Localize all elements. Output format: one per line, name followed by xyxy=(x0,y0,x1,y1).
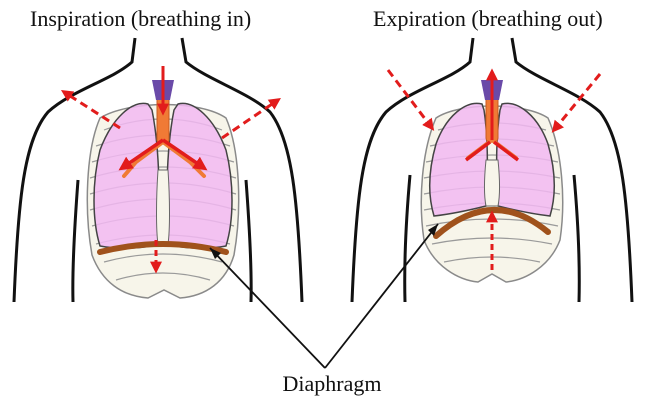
heart-notch xyxy=(485,160,500,206)
armpit-left xyxy=(73,180,78,302)
leader-line-right xyxy=(325,224,438,368)
arrow-contract-right xyxy=(554,74,600,130)
armpit-left xyxy=(405,175,410,302)
heart-notch xyxy=(157,170,170,244)
inspiration-figure xyxy=(14,38,302,302)
arrow-contract-left xyxy=(388,70,432,128)
armpit-right xyxy=(246,180,251,302)
armpit-right xyxy=(574,175,579,302)
leader-line-left xyxy=(210,248,325,368)
diaphragm-label: Diaphragm xyxy=(0,371,664,397)
expiration-figure xyxy=(352,38,632,302)
